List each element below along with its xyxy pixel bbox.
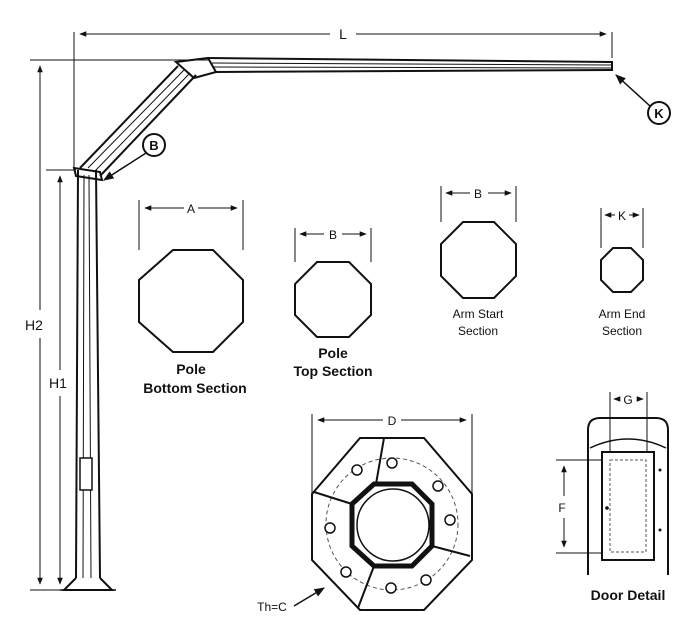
svg-text:Section: Section: [458, 324, 498, 338]
svg-text:A: A: [187, 202, 195, 216]
dimension-H1: H1: [46, 169, 76, 585]
callout-K: K: [615, 74, 671, 125]
svg-text:G: G: [623, 393, 632, 407]
svg-text:L: L: [339, 26, 347, 42]
svg-text:F: F: [558, 501, 565, 515]
door-panel: [601, 451, 655, 561]
svg-text:Bottom Section: Bottom Section: [143, 380, 246, 396]
arm-end-section: K Arm End Section: [599, 208, 646, 338]
callout-B: B: [103, 133, 166, 181]
svg-text:Section: Section: [602, 324, 642, 338]
base-plate: D Th=C: [257, 414, 473, 614]
svg-text:Th=C: Th=C: [257, 600, 287, 614]
svg-text:Door Detail: Door Detail: [591, 587, 666, 603]
door-detail: G F Door Detail: [556, 392, 669, 603]
arm-start-section: B Arm Start Section: [440, 186, 517, 338]
pole-bottom-section: A Pole Bottom Section: [138, 200, 247, 396]
svg-text:Arm End: Arm End: [599, 307, 646, 321]
pole-elevation: [60, 56, 613, 591]
svg-text:D: D: [388, 414, 397, 428]
svg-text:B: B: [149, 138, 158, 153]
svg-text:B: B: [329, 228, 337, 242]
svg-text:B: B: [474, 187, 482, 201]
svg-text:Arm Start: Arm Start: [453, 307, 504, 321]
pole-door: [79, 457, 93, 491]
dimension-H2: H2: [25, 59, 208, 591]
svg-text:K: K: [654, 106, 664, 121]
svg-text:Pole: Pole: [176, 361, 206, 377]
svg-text:Top Section: Top Section: [293, 363, 372, 379]
svg-text:H1: H1: [49, 375, 67, 391]
svg-text:K: K: [618, 209, 626, 223]
pole-top-section: B Pole Top Section: [293, 228, 373, 379]
svg-text:H2: H2: [25, 317, 43, 333]
dimension-L: L: [73, 26, 613, 168]
svg-text:Pole: Pole: [318, 345, 348, 361]
